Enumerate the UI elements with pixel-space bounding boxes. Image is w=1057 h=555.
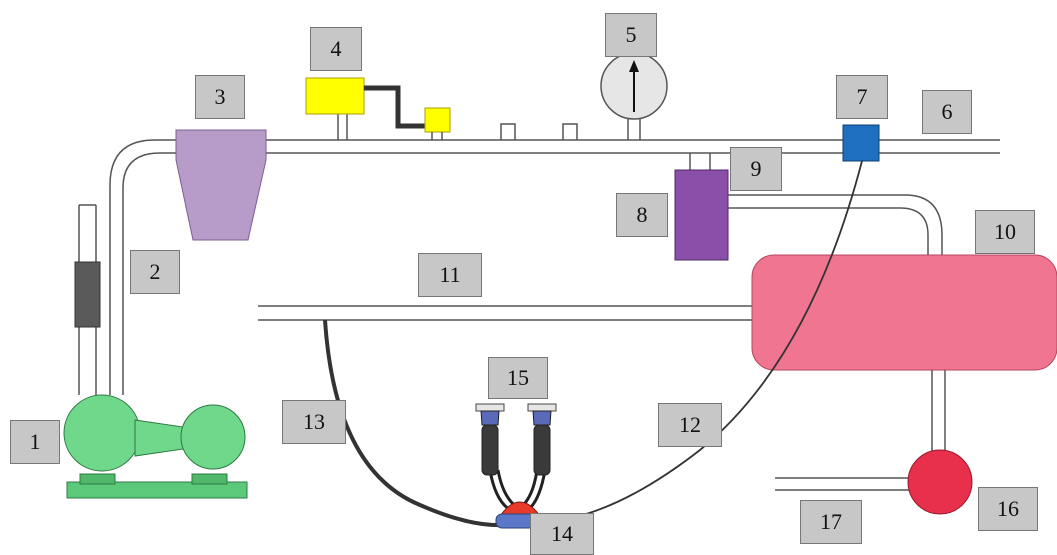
exhaust-pipe bbox=[74, 204, 101, 395]
delivery-line bbox=[775, 477, 912, 491]
exhaust-silencer bbox=[74, 261, 101, 328]
label-17: 17 bbox=[800, 500, 862, 544]
vacuum-regulator bbox=[305, 77, 451, 140]
milk-receiver bbox=[751, 254, 1057, 371]
label-16: 16 bbox=[978, 487, 1038, 531]
milking-cluster bbox=[475, 403, 557, 529]
receiver-pipe bbox=[728, 194, 943, 260]
pulsator bbox=[674, 169, 729, 261]
label-10: 10 bbox=[975, 210, 1035, 254]
vacuum-pipe-2 bbox=[109, 139, 180, 395]
label-3: 3 bbox=[195, 75, 245, 119]
label-11: 11 bbox=[418, 253, 482, 297]
label-14: 14 bbox=[530, 513, 594, 555]
pulsator-pipe bbox=[689, 153, 711, 172]
pump-motor bbox=[180, 404, 246, 470]
milk-pump-pipe bbox=[931, 370, 946, 455]
label-2: 2 bbox=[130, 250, 180, 294]
vacuum-pump bbox=[63, 394, 248, 499]
teat-cup-right bbox=[527, 403, 557, 476]
label-12: 12 bbox=[658, 403, 722, 447]
vacuum-sensor bbox=[842, 124, 880, 162]
label-6: 6 bbox=[922, 90, 972, 134]
vacuum-gauge bbox=[600, 52, 668, 140]
label-4: 4 bbox=[310, 27, 362, 71]
label-15: 15 bbox=[488, 357, 548, 399]
teat-cup-left bbox=[475, 403, 505, 476]
label-13: 13 bbox=[282, 400, 346, 444]
pump-base bbox=[66, 481, 248, 499]
interceptor-trap bbox=[175, 129, 267, 241]
label-7: 7 bbox=[836, 75, 888, 119]
label-8: 8 bbox=[616, 193, 668, 237]
label-9: 9 bbox=[730, 147, 782, 191]
label-1: 1 bbox=[10, 420, 60, 464]
milk-line bbox=[258, 305, 760, 321]
long-milk-tube bbox=[323, 319, 506, 528]
pump-body bbox=[63, 394, 141, 472]
main-vacuum-line bbox=[266, 139, 1000, 154]
milk-pump bbox=[907, 449, 973, 515]
pipe-taps bbox=[500, 123, 578, 140]
label-5: 5 bbox=[605, 13, 657, 57]
